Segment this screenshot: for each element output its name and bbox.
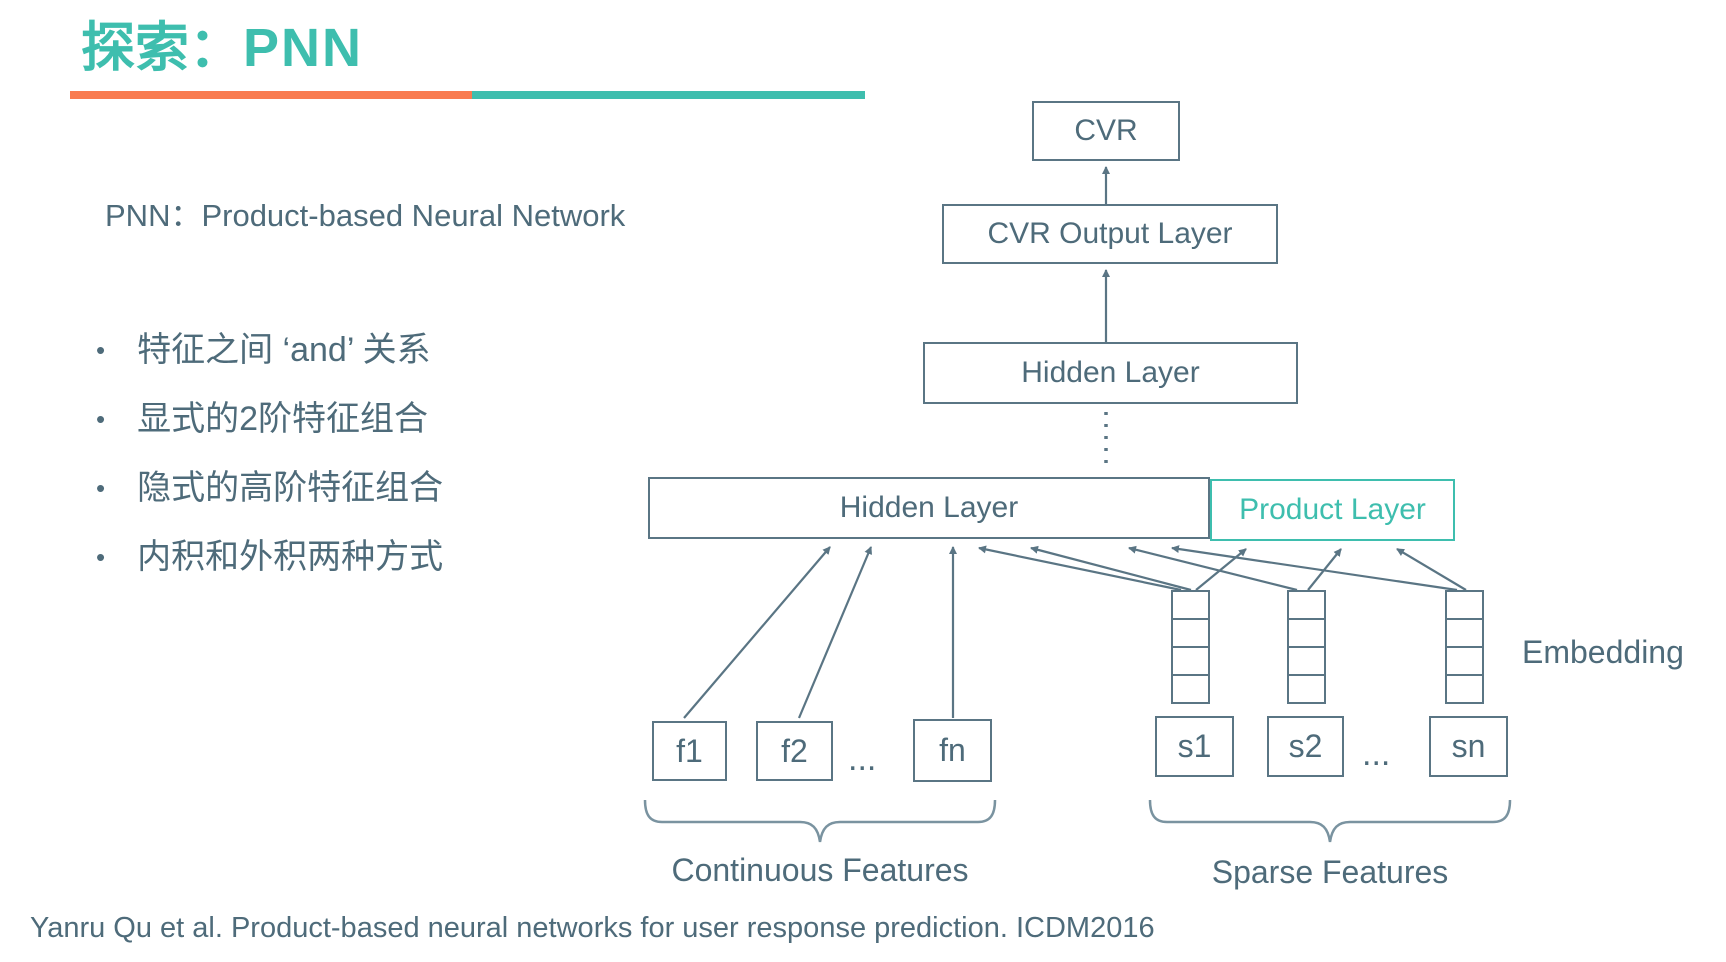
embedding-cell <box>1171 646 1210 676</box>
list-item: • 隐式的高阶特征组合 <box>96 468 616 508</box>
arrow-emb1-hidden-b <box>1030 545 1192 592</box>
bullet-text: 显式的2阶特征组合 <box>137 400 429 438</box>
arrow-emb3-product <box>1396 548 1467 591</box>
hidden-layer-lower-node: Hidden Layer <box>648 477 1210 539</box>
embedding-cell <box>1287 646 1326 676</box>
bullet-dot: • <box>96 404 106 434</box>
arrow-emb3-hidden <box>1171 545 1458 592</box>
feature-s2-node: s2 <box>1267 716 1344 777</box>
embedding-column-2 <box>1287 590 1326 704</box>
embedding-label: Embedding <box>1522 634 1684 670</box>
bullet-dot: • <box>96 542 106 572</box>
feature-fn-node: fn <box>913 719 992 782</box>
embedding-cell <box>1171 674 1210 704</box>
bullet-text: 特征之间 ‘and’ 关系 <box>137 331 431 369</box>
pnn-definition: PNN：Product-based Neural Network <box>105 198 626 233</box>
arrow-emb2-hidden <box>1128 545 1298 592</box>
arrows-group <box>683 166 1467 719</box>
arrow-emb1-product <box>1195 548 1247 591</box>
continuous-ellipsis: ... <box>848 740 877 778</box>
bullet-dot: • <box>96 335 106 365</box>
embedding-cell <box>1445 618 1484 648</box>
continuous-brace <box>643 799 997 843</box>
cvr-output-layer-node: CVR Output Layer <box>942 204 1278 264</box>
arrow-f2-hidden <box>797 546 873 719</box>
embedding-cell <box>1171 590 1210 620</box>
bullet-dot: • <box>96 473 106 503</box>
feature-sn-node: sn <box>1429 716 1508 777</box>
citation: Yanru Qu et al. Product-based neural net… <box>30 912 1155 944</box>
embedding-cell <box>1287 590 1326 620</box>
feature-s1-node: s1 <box>1155 716 1234 777</box>
page-title: 探索：PNN <box>81 14 363 82</box>
list-item: • 特征之间 ‘and’ 关系 <box>96 330 616 370</box>
sparse-brace <box>1148 799 1512 843</box>
cvr-node: CVR <box>1032 101 1180 161</box>
arrow-f1-hidden <box>683 546 831 719</box>
embedding-cell <box>1445 674 1484 704</box>
embedding-cell <box>1445 590 1484 620</box>
bullet-list: • 特征之间 ‘and’ 关系 • 显式的2阶特征组合 • 隐式的高阶特征组合 … <box>96 330 616 606</box>
continuous-features-label: Continuous Features <box>671 852 969 888</box>
embedding-cell <box>1287 674 1326 704</box>
embedding-cell <box>1445 646 1484 676</box>
braces-group <box>643 799 1512 843</box>
embedding-cell <box>1287 618 1326 648</box>
product-layer-node: Product Layer <box>1210 479 1455 541</box>
page-title-main: PNN <box>243 18 364 78</box>
bullet-text: 内积和外积两种方式 <box>137 538 444 576</box>
arrow-emb1-hidden-a <box>978 545 1182 592</box>
page-title-prefix: 探索： <box>81 18 243 78</box>
feature-f1-node: f1 <box>652 721 727 781</box>
title-underline-teal <box>472 91 865 99</box>
list-item: • 内积和外积两种方式 <box>96 537 616 577</box>
list-item: • 显式的2阶特征组合 <box>96 399 616 439</box>
sparse-ellipsis: ... <box>1362 735 1391 773</box>
embedding-column-3 <box>1445 590 1484 704</box>
arrow-emb2-product <box>1307 548 1342 591</box>
bullet-text: 隐式的高阶特征组合 <box>137 469 444 507</box>
sparse-features-label: Sparse Features <box>1211 854 1449 890</box>
hidden-layer-upper-node: Hidden Layer <box>923 342 1298 404</box>
title-underline-orange <box>70 91 472 99</box>
embedding-column-1 <box>1171 590 1210 704</box>
embedding-cell <box>1171 618 1210 648</box>
feature-f2-node: f2 <box>756 721 833 781</box>
